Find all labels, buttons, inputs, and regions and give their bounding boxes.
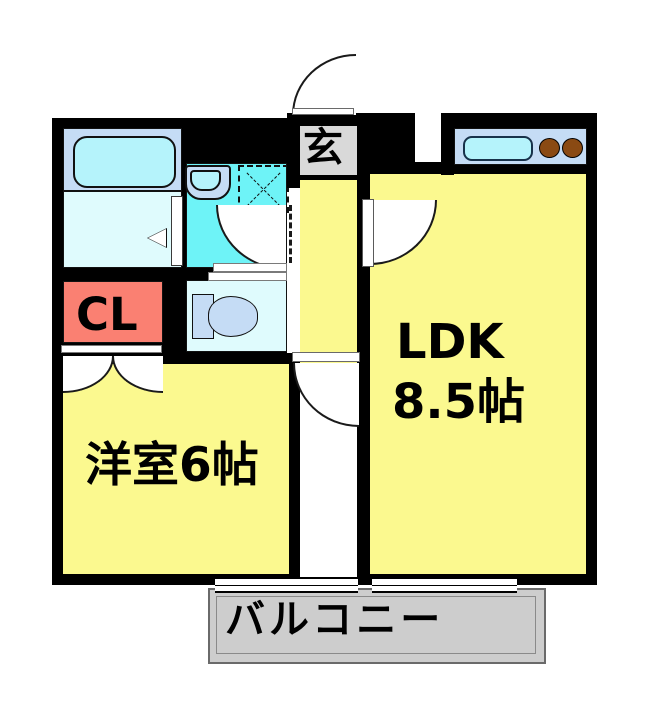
bedroom-label: 洋室6帖 [85,438,259,493]
closet-label: CL [76,288,138,341]
kitchen-sink-icon [463,136,533,161]
closet-fill [63,281,163,343]
toilet-door-sill[interactable] [208,272,287,281]
washroom-door-sill [213,263,287,272]
bath-door-leaf[interactable] [171,196,183,266]
balcony-sliding-door-right[interactable] [372,577,517,593]
balcony-inner-frame [216,596,536,654]
gas-burner-icon-2 [562,138,583,158]
toilet-bowl-icon [208,296,258,337]
balcony-label: バルコニー [225,597,445,643]
closet-door-sill [61,345,162,353]
balcony-sliding-door-left[interactable] [215,577,358,593]
bedroom-door-sill [292,352,360,362]
washroom-sliding-door-marker[interactable] [289,205,292,263]
bedroom-door-arc[interactable] [293,363,359,427]
bathtub-icon [73,136,176,188]
wall-entrance-left [287,113,300,175]
ldk-name-label: LDK [396,314,504,370]
ldk-door-leaf[interactable] [362,199,374,267]
hallway-fill [300,180,357,363]
entrance-label: 玄 [303,125,343,171]
bedroom-fill [63,364,289,574]
gas-burner-icon-1 [539,138,560,158]
bath-door-marker-inner [148,229,166,247]
genkan-floor [300,126,357,180]
washbasin-bowl [190,170,221,191]
wall-kitchen-notch-edge [441,113,454,175]
entrance-door-leaf[interactable] [292,108,354,115]
ldk-size-label: 8.5帖 [392,374,526,430]
entrance-door-arc[interactable] [292,54,356,115]
